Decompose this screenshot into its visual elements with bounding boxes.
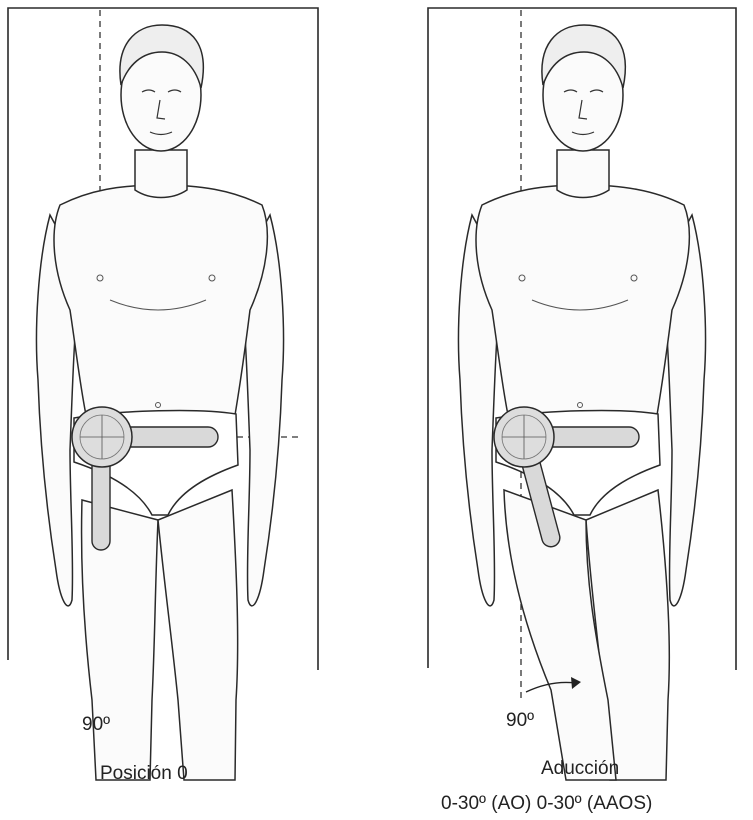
figure-neutral-position: 90º Posición 0 [0,0,376,820]
neutral-position-illustration [0,0,376,820]
caption-right: Aducción [541,758,619,780]
caption-left: Posición 0 [100,763,188,785]
figure-adduction: 90º Aducción 0-30º (AO) 0-30º (AAOS) [376,0,752,820]
adduction-illustration [376,0,752,820]
human-figure [459,25,706,780]
subcaption-right: 0-30º (AO) 0-30º (AAOS) [441,793,652,815]
angle-label-left: 90º [82,714,110,736]
human-figure [37,25,284,780]
angle-label-right: 90º [506,710,534,732]
